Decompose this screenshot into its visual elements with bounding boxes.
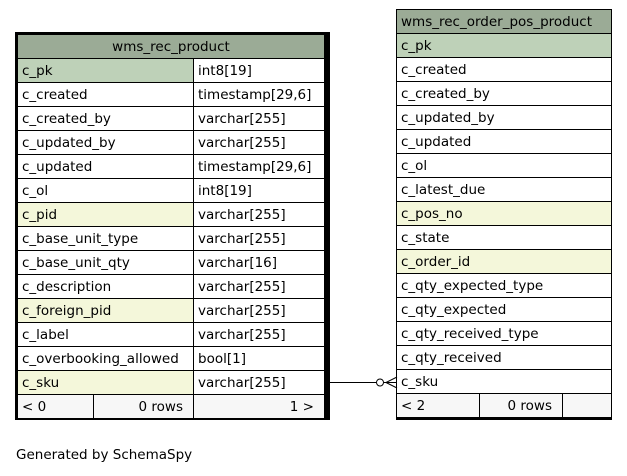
crowfoot-upper [385,376,398,383]
column-name-c-qty-received-type[interactable]: c_qty_received_type [397,322,611,345]
column-name-c-pk[interactable]: c_pk [397,34,611,57]
column-name-c-qty-received[interactable]: c_qty_received [397,346,611,369]
crowfoot-lower [385,382,398,389]
column-name-c-updated[interactable]: c_updated [397,130,611,153]
column-name-c-latest-due[interactable]: c_latest_due [397,178,611,201]
children-count[interactable] [563,394,611,417]
column-type: int8[19] [194,179,324,202]
column-type: varchar[255] [194,323,324,346]
parents-count[interactable]: < 2 [397,394,479,417]
column-type: varchar[255] [194,227,324,250]
row-count: 0 rows [480,394,562,417]
column-type: int8[19] [194,59,324,82]
column-name-c-created-by[interactable]: c_created_by [397,82,611,105]
column-name-c-label[interactable]: c_label [18,323,193,346]
parents-count[interactable]: < 0 [18,395,93,418]
table-title[interactable]: wms_rec_order_pos_product [397,10,611,33]
column-name-c-qty-expected-type[interactable]: c_qty_expected_type [397,274,611,297]
column-name-c-foreign-pid[interactable]: c_foreign_pid [18,299,193,322]
column-name-c-ol[interactable]: c_ol [18,179,193,202]
table-title[interactable]: wms_rec_product [18,35,324,58]
column-name-c-pid[interactable]: c_pid [18,203,193,226]
column-name-c-updated-by[interactable]: c_updated_by [397,106,611,129]
column-name-c-description[interactable]: c_description [18,275,193,298]
column-name-c-order-id[interactable]: c_order_id [397,250,611,273]
column-name-c-updated[interactable]: c_updated [18,155,193,178]
column-name-c-pos-no[interactable]: c_pos_no [397,202,611,225]
row-count: 0 rows [94,395,193,418]
column-name-c-updated-by[interactable]: c_updated_by [18,131,193,154]
column-name-c-base-unit-qty[interactable]: c_base_unit_qty [18,251,193,274]
column-name-c-created-by[interactable]: c_created_by [18,107,193,130]
column-name-c-pk[interactable]: c_pk [18,59,193,82]
column-name-c-sku[interactable]: c_sku [397,370,611,393]
column-name-c-qty-expected[interactable]: c_qty_expected [397,298,611,321]
column-name-c-created[interactable]: c_created [18,83,193,106]
zero-optional-marker [376,378,384,387]
column-type: varchar[255] [194,131,324,154]
children-count[interactable]: 1 > [194,395,324,418]
column-type: varchar[255] [194,275,324,298]
column-name-c-base-unit-type[interactable]: c_base_unit_type [18,227,193,250]
column-name-c-overbooking-allowed[interactable]: c_overbooking_allowed [18,347,193,370]
column-type: varchar[255] [194,107,324,130]
column-type: bool[1] [194,347,324,370]
column-type: timestamp[29,6] [194,83,324,106]
column-name-c-state[interactable]: c_state [397,226,611,249]
column-type: timestamp[29,6] [194,155,324,178]
column-type: varchar[255] [194,299,324,322]
column-name-c-created[interactable]: c_created [397,58,611,81]
column-type: varchar[255] [194,371,324,394]
column-type: varchar[255] [194,203,324,226]
column-name-c-ol[interactable]: c_ol [397,154,611,177]
column-type: varchar[16] [194,251,324,274]
generated-by-label: Generated by SchemaSpy [16,447,193,463]
column-name-c-sku[interactable]: c_sku [18,371,193,394]
